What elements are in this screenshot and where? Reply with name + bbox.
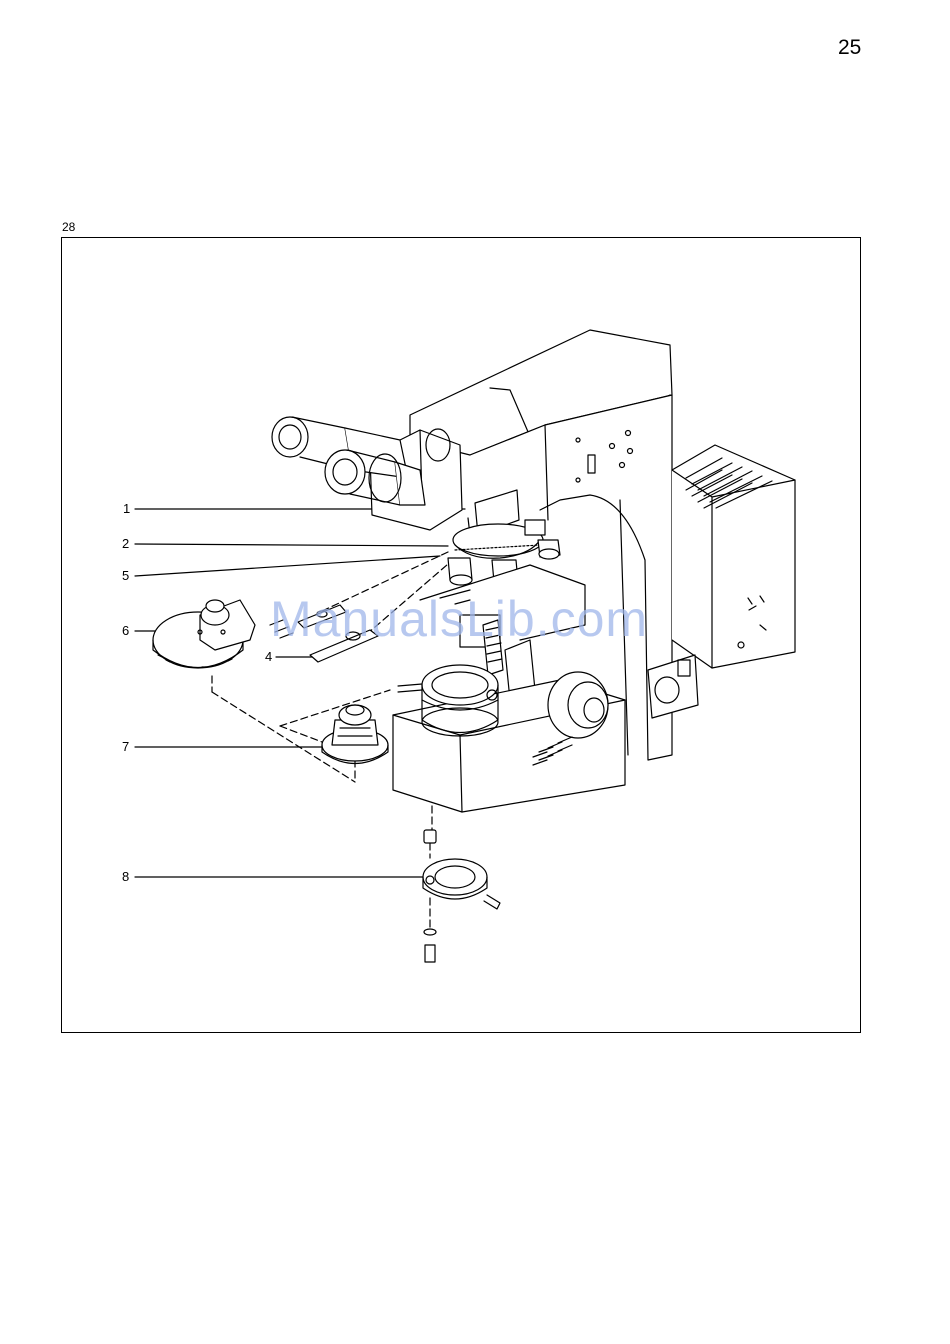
watermark: ManualsLib.com [270,590,648,648]
turret-condenser [153,600,255,668]
leader-lines [135,509,465,877]
callout-5: 5 [122,569,129,582]
callout-7: 7 [122,740,129,753]
condenser [322,705,388,764]
diaphragm-ring [423,830,500,962]
callout-1: 1 [123,502,130,515]
callout-2: 2 [122,537,129,550]
callout-8: 8 [122,870,129,883]
callout-4: 4 [265,650,272,663]
callout-6: 6 [122,624,129,637]
lamp-housing [672,445,795,668]
